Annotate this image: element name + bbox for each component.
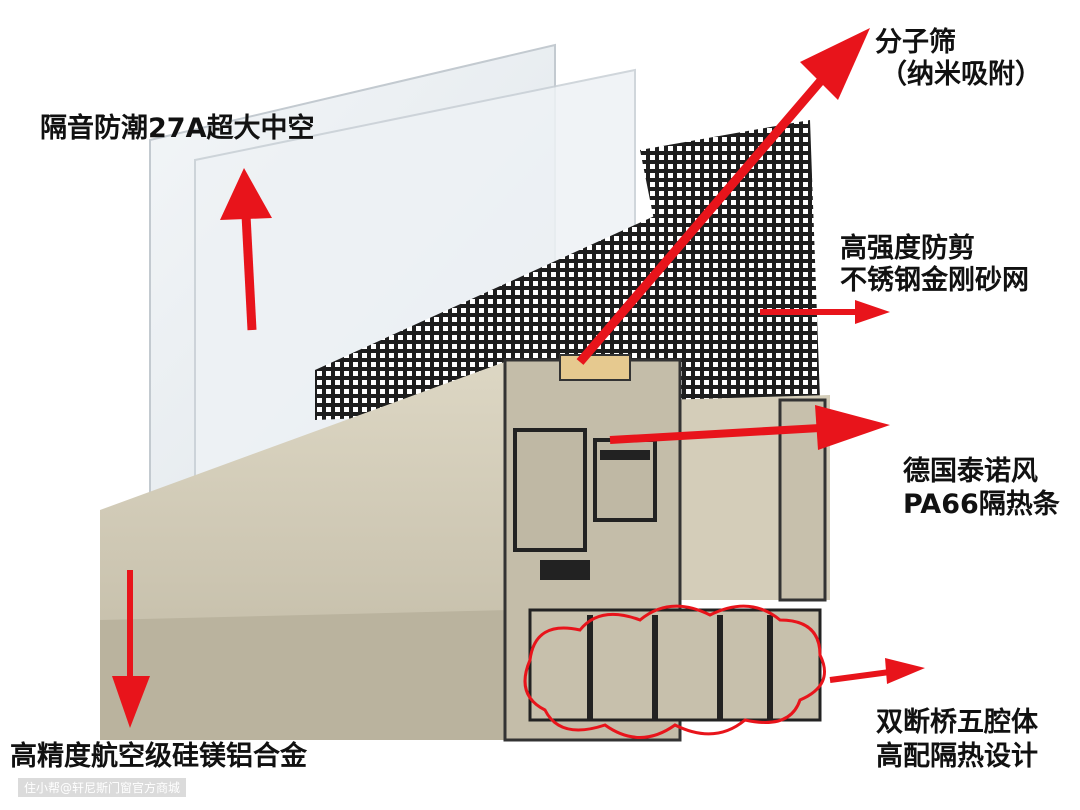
label-screen-2: 不锈钢金刚砂网 [840,265,1029,296]
label-thermal-strip-1: 德国泰诺风 [903,456,1038,487]
label-molecular-sieve-1: 分子筛 [875,27,956,58]
label-molecular-sieve-2: （纳米吸附） [880,59,1042,90]
arrow-down-alloy [112,570,150,728]
label-hollow-glass: 隔音防潮27A超大中空 [40,113,315,144]
arrow-up-hollow-glass [220,168,272,331]
five-cavity-highlight-cloud [523,604,826,739]
arrow-cavity [829,658,925,684]
label-five-cavity-2: 高配隔热设计 [876,741,1038,772]
label-alloy: 高精度航空级硅镁铝合金 [10,741,307,772]
label-screen-1: 高强度防剪 [840,233,975,264]
watermark: 住小帮@轩尼斯门窗官方商城 [18,778,187,797]
arrow-molecular-sieve [576,28,870,365]
arrow-screen [760,300,890,324]
arrow-thermal-strip [609,405,890,450]
label-thermal-strip-2: PA66隔热条 [903,489,1060,520]
label-five-cavity-1: 双断桥五腔体 [876,707,1038,738]
